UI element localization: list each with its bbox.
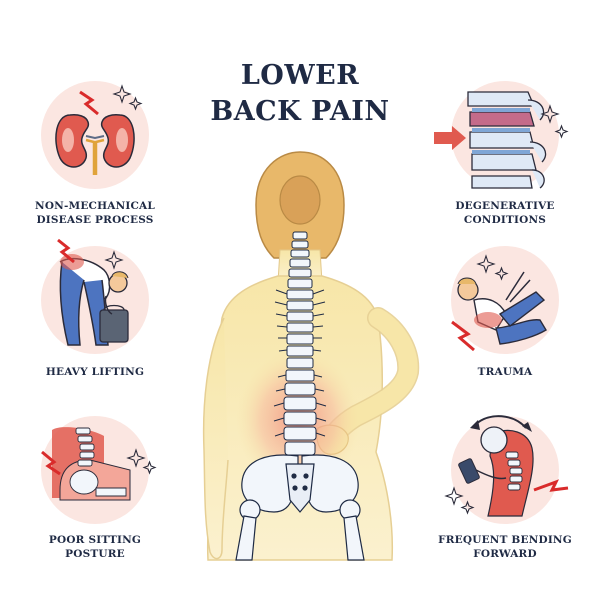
kidneys-icon — [41, 81, 149, 189]
vertebrae-icon — [434, 81, 569, 189]
pelvis — [241, 454, 359, 513]
label-trauma: TRAUMA — [477, 366, 533, 378]
label-heavy-lifting: HEAVY LIFTING — [45, 366, 145, 378]
label-non-mechanical: NON-MECHANICAL DISEASE PROCESS — [35, 200, 155, 226]
left-arm — [202, 317, 229, 560]
label-frequent-bending: FREQUENT BENDING FORWARD — [438, 534, 572, 560]
page-title-line-2: BACK PAIN — [210, 96, 390, 127]
hair-bun — [279, 175, 321, 225]
bending-neck-icon — [444, 415, 569, 524]
label-poor-sitting: POOR SITTING POSTURE — [48, 534, 142, 560]
lifting-person-icon — [41, 238, 149, 354]
label-degenerative: DEGENERATIVE CONDITIONS — [455, 200, 555, 226]
page-title-line-1: LOWER — [240, 60, 360, 91]
spine — [283, 231, 317, 456]
body-figure — [202, 151, 420, 561]
falling-person-icon — [451, 246, 559, 354]
sitting-spine-icon — [41, 416, 157, 524]
